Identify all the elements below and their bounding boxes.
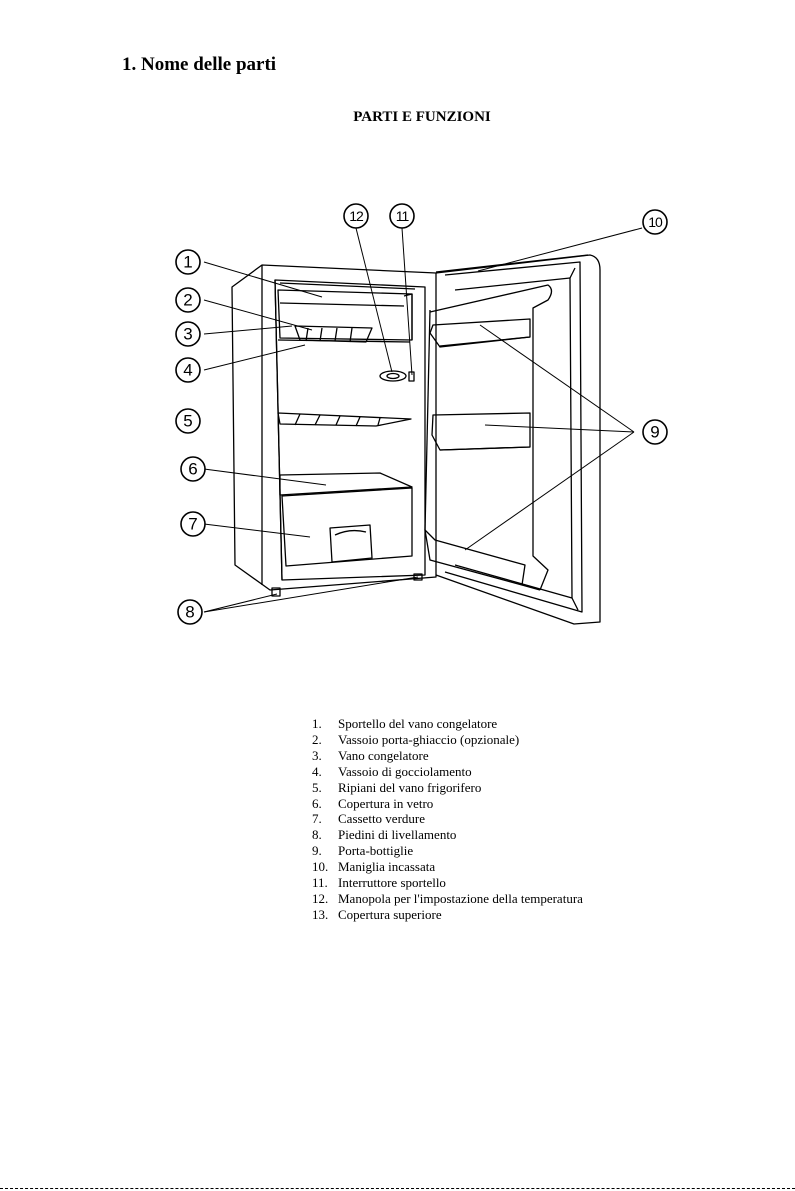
parts-list: 1. Sportello del vano congelatore 2. Vasso…	[312, 716, 583, 923]
svg-text:8: 8	[185, 603, 194, 622]
callout-3: 3	[175, 321, 201, 347]
parts-label: Sportello del vano congelatore	[338, 716, 498, 731]
parts-list-item: 9. Porta-bottiglie	[312, 843, 583, 859]
parts-label: Interruttore sportello	[338, 875, 446, 891]
parts-number: 7.	[312, 811, 322, 827]
leader-lines	[203, 227, 643, 613]
callout-2: 2	[175, 287, 201, 313]
glass-cover	[279, 472, 413, 496]
callout-5: 5	[175, 408, 201, 434]
parts-number: 5.	[312, 779, 322, 795]
parts-label: Copertura superiore	[338, 906, 442, 922]
parts-label: Copertura in vetro	[338, 795, 434, 811]
parts-list-item: 4. Vassoio di gocciolamento	[312, 764, 583, 780]
parts-label: Vano congelatore	[338, 747, 429, 763]
parts-number: 1.	[312, 716, 322, 731]
parts-list-item: 6. Copertura in vetro	[312, 796, 583, 812]
parts-list-item: 2. Vassoio porta-ghiaccio (opzionale)	[312, 732, 583, 748]
parts-label: Piedini di livellamento	[338, 827, 457, 843]
parts-list-item: 12. Manopola per l'impostazione della tem…	[312, 891, 583, 907]
ice-tray	[294, 325, 373, 343]
parts-label: Vassoio porta-ghiaccio (opzionale)	[338, 731, 520, 747]
callout-4: 4	[175, 357, 201, 383]
parts-number: 12.	[312, 890, 329, 906]
parts-number: 6.	[312, 795, 322, 811]
parts-list-item: 3. Vano congelatore	[312, 748, 583, 764]
svg-text:2: 2	[183, 291, 192, 310]
parts-number: 10.	[312, 859, 329, 875]
callout-9: 9	[642, 419, 668, 445]
svg-text:11: 11	[396, 208, 410, 224]
parts-label: Vassoio di gocciolamento	[338, 763, 472, 779]
svg-text:3: 3	[183, 325, 192, 344]
svg-text:7: 7	[188, 515, 197, 534]
parts-list-item: 13. Copertura superiore	[312, 907, 583, 923]
parts-label: Ripiani del vano frigorifero	[338, 779, 482, 795]
parts-list-item: 7. Cassetto verdure	[312, 811, 583, 827]
callout-11: 11	[389, 203, 415, 229]
fridge-diagram: 1 2 3 4 5 6 7 8 9 10 11 12	[175, 203, 668, 625]
callout-1: 1	[175, 249, 201, 275]
parts-number: 3.	[312, 747, 322, 763]
door	[435, 254, 601, 625]
door-racks	[424, 284, 553, 591]
parts-list-item: 11. Interruttore sportello	[312, 875, 583, 891]
parts-number: 9.	[312, 843, 322, 859]
temperature-knob	[379, 370, 407, 382]
parts-number: 13.	[312, 906, 329, 922]
parts-list-item: 8. Piedini di livellamento	[312, 827, 583, 843]
svg-text:9: 9	[650, 423, 659, 442]
cabinet	[231, 264, 437, 591]
parts-label: Porta-bottiglie	[338, 843, 414, 859]
page-divider	[0, 1188, 795, 1189]
svg-text:12: 12	[349, 208, 364, 224]
levelling-foot-left	[271, 587, 281, 597]
subtitle: PARTI E FUNZIONI	[353, 109, 491, 125]
callout-7: 7	[180, 511, 206, 537]
svg-text:5: 5	[183, 412, 192, 431]
parts-number: 8.	[312, 827, 322, 843]
parts-label: Cassetto verdure	[338, 811, 426, 827]
parts-list-item: 5. Ripiani del vano frigorifero	[312, 780, 583, 796]
levelling-foot-right	[413, 573, 423, 581]
section-title: 1. Nome delle parti	[122, 54, 277, 75]
parts-number: 4.	[312, 763, 322, 779]
svg-text:10: 10	[648, 214, 663, 230]
svg-text:1: 1	[183, 253, 192, 272]
svg-text:4: 4	[183, 361, 192, 380]
wire-shelf	[277, 412, 412, 427]
parts-list-item: 10. Maniglia incassata	[312, 859, 583, 875]
parts-number: 11.	[312, 875, 328, 891]
parts-label: Maniglia incassata	[338, 859, 436, 875]
parts-list-item: 1. Sportello del vano congelatore	[312, 716, 583, 732]
crisper-drawer	[281, 487, 413, 567]
parts-number: 2.	[312, 731, 322, 747]
callout-8: 8	[177, 599, 203, 625]
callout-10: 10	[642, 209, 668, 235]
callout-12: 12	[343, 203, 369, 229]
svg-text:6: 6	[188, 460, 197, 479]
parts-label: Manopola per l'impostazione della temper…	[338, 890, 583, 906]
callout-6: 6	[180, 456, 206, 482]
